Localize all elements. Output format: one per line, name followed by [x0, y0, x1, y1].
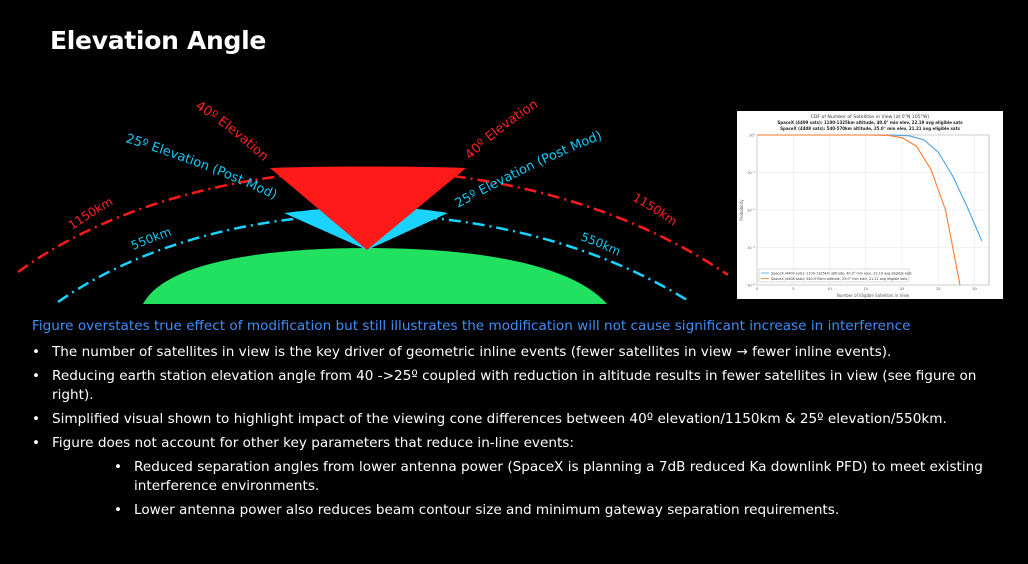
legend-entry-2: SpaceX (4408 sats): 540-570km altitude, …	[771, 277, 908, 281]
bullet-item: Simplified visual shown to highlight imp…	[30, 410, 990, 429]
bullet-item: The number of satellites in view is the …	[30, 343, 990, 362]
y-tick-label: 10⁻¹	[747, 171, 755, 175]
y-tick-label: 10⁻⁴	[747, 283, 755, 287]
chart-subtitle-2: SpaceX (4408 sats): 540-570km altitude, …	[780, 126, 960, 131]
slide-title: Elevation Angle	[50, 26, 267, 55]
label-1150km-right: 1150km	[630, 190, 679, 228]
chart-ylabel: Probability	[739, 199, 744, 221]
sub-bullet-list: Reduced separation angles from lower ant…	[52, 458, 990, 520]
orbit-550km-arc	[57, 212, 691, 304]
chart-title: CDF of Number of Satellites in View (at …	[811, 114, 930, 120]
chart-legend	[758, 268, 910, 283]
x-tick-label: 10	[827, 287, 832, 291]
bullet-text: Figure does not account for other key pa…	[52, 435, 574, 451]
satellites-in-view-chart: CDF of Number of Satellites in View (at …	[737, 111, 1003, 299]
x-tick-label: 25	[936, 287, 941, 291]
series-line-2	[757, 134, 961, 286]
bullet-list: The number of satellites in view is the …	[30, 343, 990, 525]
x-tick-label: 20	[900, 287, 905, 291]
label-1150km-left: 1150km	[66, 194, 115, 232]
bullet-item-with-subs: Figure does not account for other key pa…	[30, 434, 990, 520]
x-tick-label: 0	[756, 287, 759, 291]
legend-entry-1: SpaceX (4409 sats): 1100-1325km altitude…	[771, 271, 912, 275]
cone-40-elevation	[270, 166, 466, 250]
chart-subtitle-1: SpaceX (4409 sats): 1100-1325km altitude…	[777, 120, 963, 125]
cdf-chart-svg: CDF of Number of Satellites in View (at …	[739, 114, 990, 298]
earth-dome	[143, 248, 607, 304]
sub-bullet-item: Reduced separation angles from lower ant…	[52, 458, 990, 496]
chart-xlabel: Number of Eligible Satellites in View	[837, 293, 910, 298]
y-tick-label: 10⁰	[749, 133, 756, 137]
y-tick-label: 10⁻²	[747, 208, 755, 212]
x-tick-label: 30	[972, 287, 977, 291]
bullet-item: Reducing earth station elevation angle f…	[30, 367, 990, 405]
elevation-diagram: 40º Elevation 40º Elevation 25º Elevatio…	[17, 97, 729, 304]
label-40-elevation-left: 40º Elevation	[193, 99, 271, 165]
y-tick-label: 10⁻³	[747, 246, 755, 250]
sub-bullet-item: Lower antenna power also reduces beam co…	[52, 501, 990, 520]
label-40-elevation-right: 40º Elevation	[462, 97, 540, 163]
label-550km-right: 550km	[579, 230, 623, 259]
x-tick-label: 15	[863, 287, 868, 291]
x-tick-label: 5	[792, 287, 794, 291]
figure-caption: Figure overstates true effect of modific…	[32, 318, 911, 334]
